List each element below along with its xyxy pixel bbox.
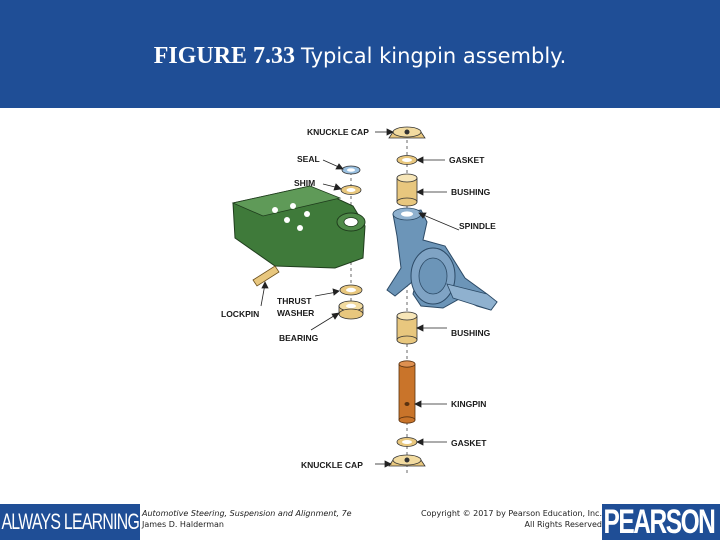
label-knuckle-cap-bottom: KNUCKLE CAP [301,460,363,470]
bushing-bottom-part [396,311,418,345]
label-lockpin: LOCKPIN [221,309,259,319]
pearson-logo: PEARSON [602,504,720,540]
axle-part [231,185,366,269]
copyright-text: Copyright © 2017 by Pearson Education, I… [420,509,602,518]
kingpin-assembly-diagram: KNUCKLE CAP SEAL GASKET SHIM BUSHING SPI… [221,126,498,473]
label-bearing: BEARING [279,333,319,343]
label-washer: WASHER [277,308,314,318]
always-learning-logo: ALWAYS LEARNING [0,504,140,540]
rights-text: All Rights Reserved [524,520,602,529]
kingpin-part [398,360,416,424]
spindle-part [386,207,498,311]
book-title: Automotive Steering, Suspension and Alig… [142,509,352,518]
label-gasket-top: GASKET [449,155,485,165]
figure-caption: Typical kingpin assembly. [301,44,567,68]
knuckle-cap-top-part [388,126,426,139]
knuckle-cap-bottom-part [388,454,426,467]
label-bushing-top: BUSHING [451,187,491,197]
label-bushing-bottom: BUSHING [451,328,491,338]
label-shim: SHIM [294,178,315,188]
label-spindle: SPINDLE [459,221,496,231]
book-citation: Automotive Steering, Suspension and Alig… [142,508,352,530]
label-thrust: THRUST [277,296,312,306]
copyright-notice: Copyright © 2017 by Pearson Education, I… [380,508,602,530]
title-banner [0,0,720,108]
label-gasket-bottom: GASKET [451,438,487,448]
label-kingpin: KINGPIN [451,399,486,409]
leader-arrows [260,128,460,468]
label-seal: SEAL [297,154,320,164]
bushing-top-part [396,173,418,207]
book-author: James D. Halderman [142,520,224,529]
lockpin-part [252,265,280,287]
figure-number: FIGURE 7.33 [153,43,296,69]
label-knuckle-cap-top: KNUCKLE CAP [307,127,369,137]
bearing-part [338,300,364,320]
